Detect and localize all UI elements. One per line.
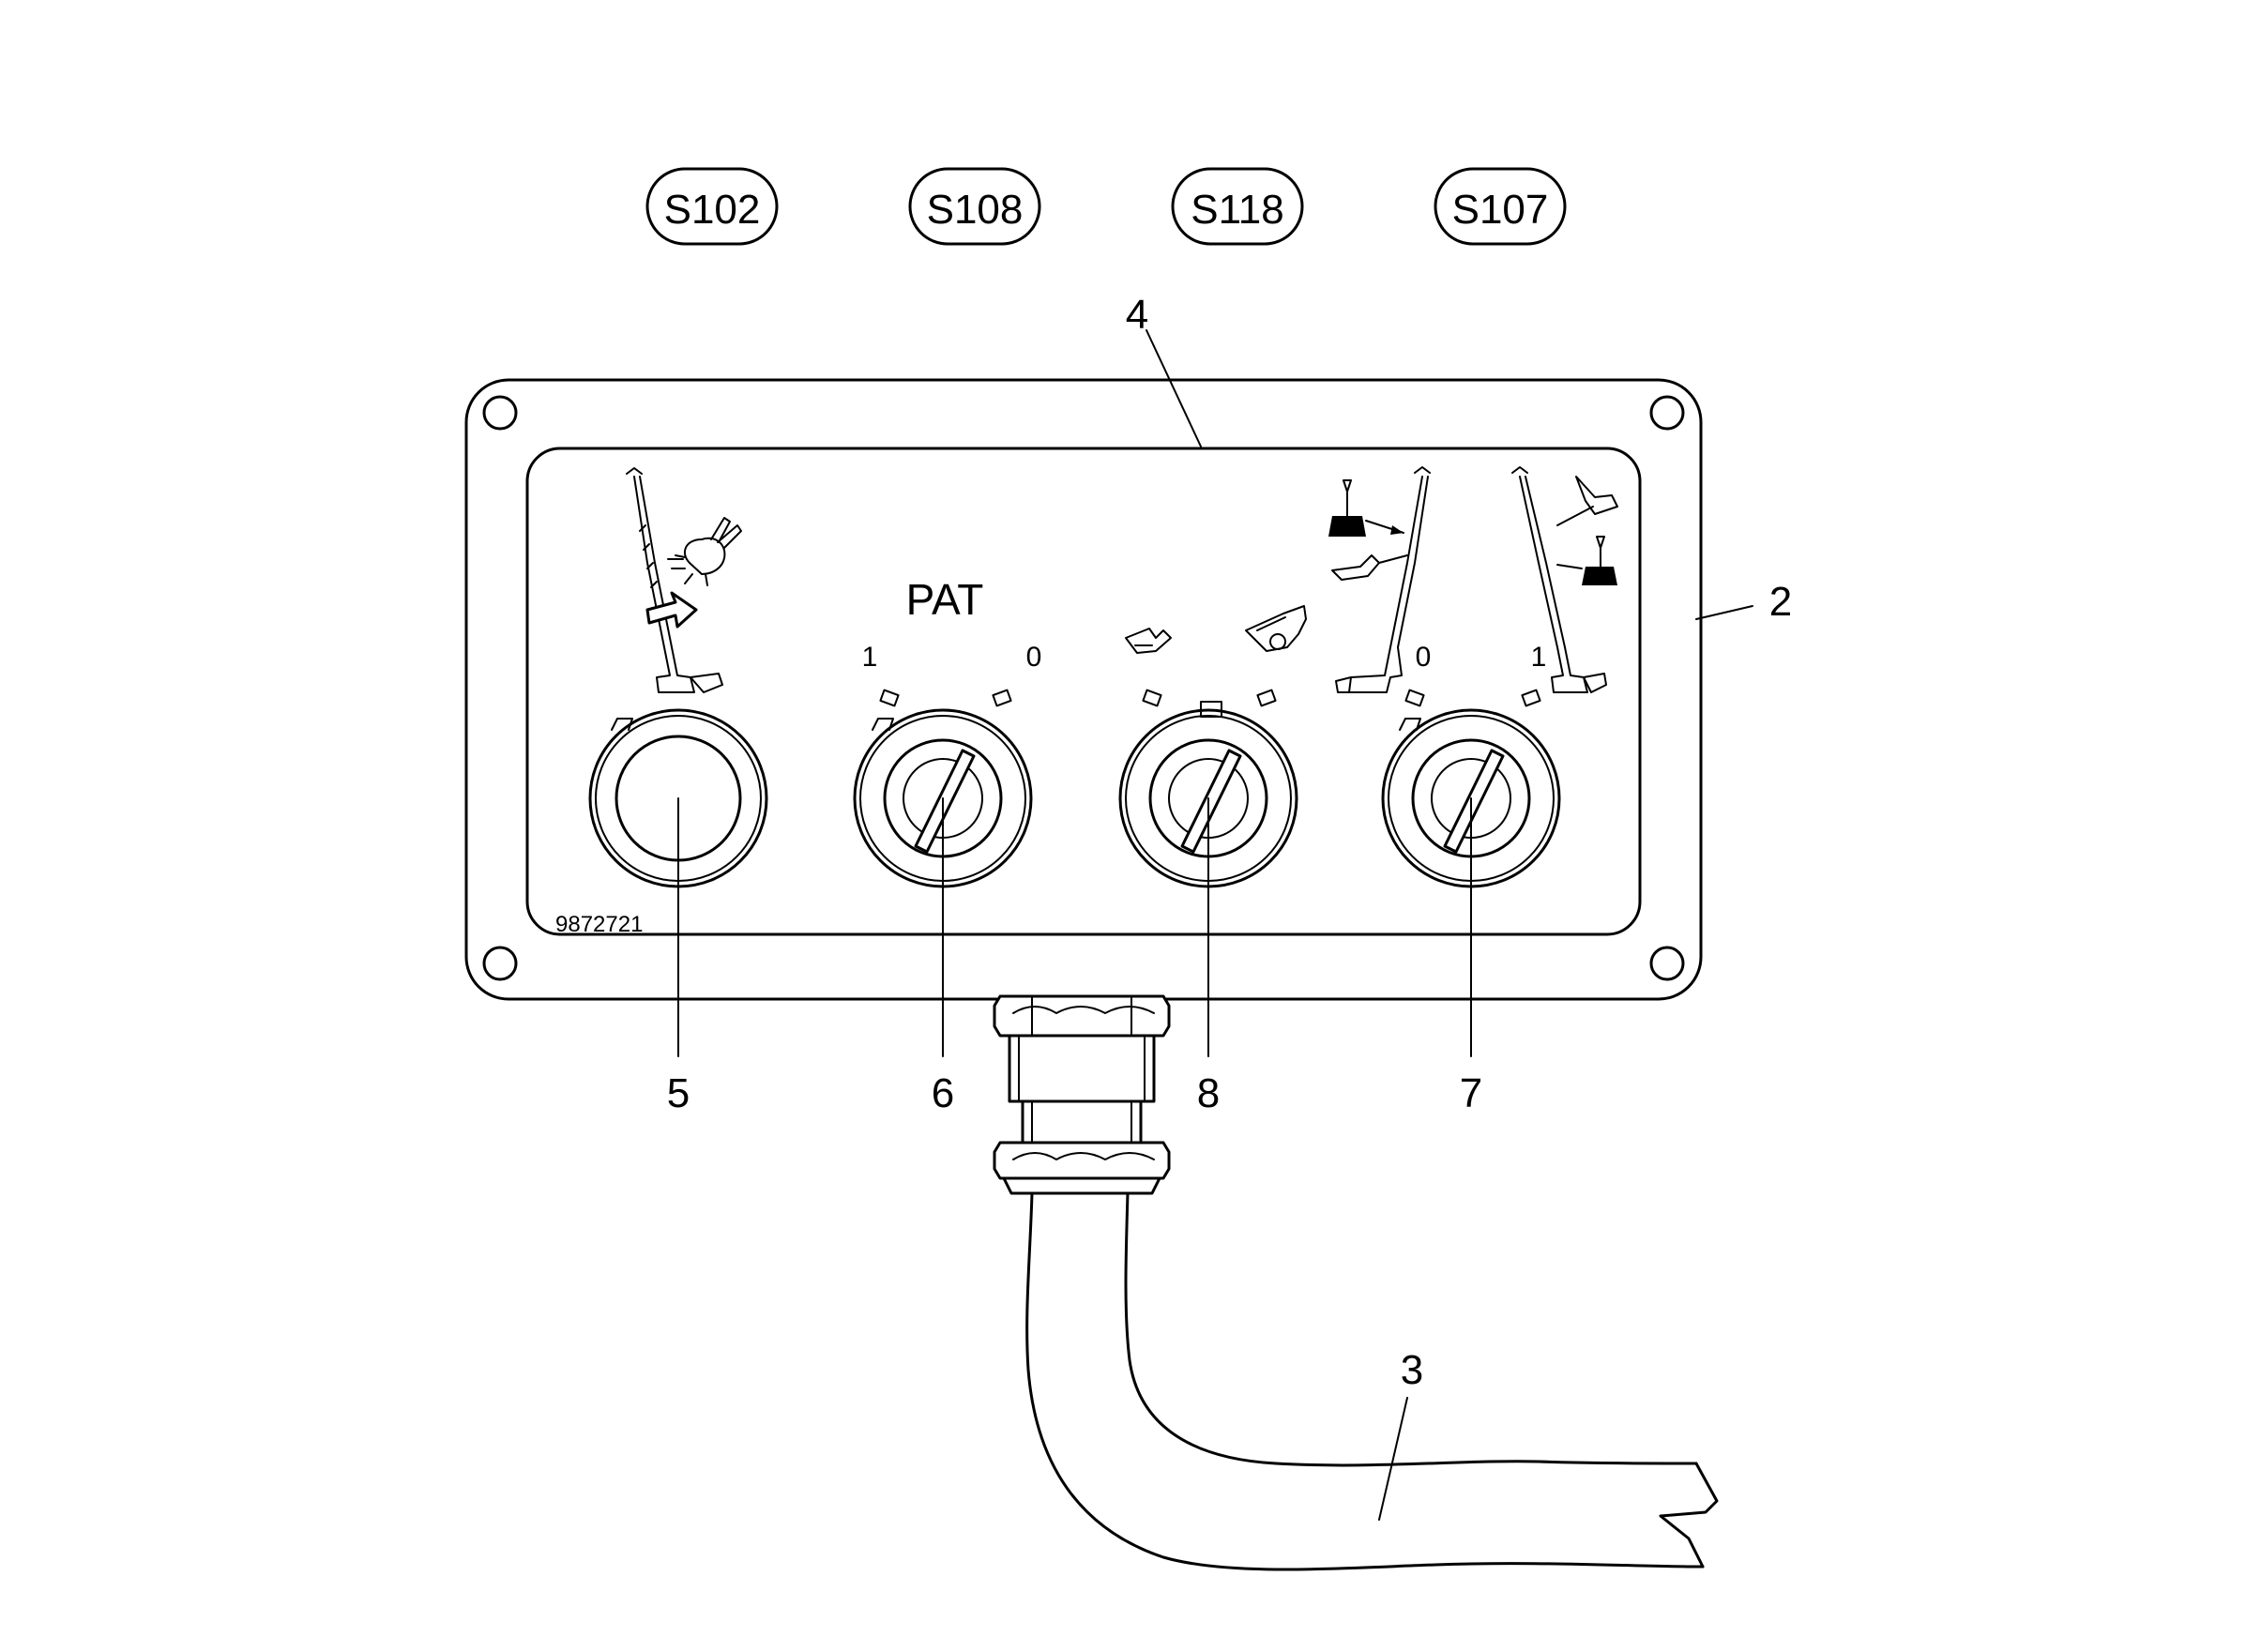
mounting-hole: [1649, 395, 1685, 431]
gripper-jaw-icon: [1125, 628, 1172, 654]
pat-label: PAT: [906, 575, 984, 624]
crane-boom-icon: [626, 467, 723, 693]
push-arrow-icon: [645, 591, 698, 629]
callout-3: 3: [1401, 1347, 1423, 1393]
switch-code-label: S118: [1191, 187, 1284, 233]
gripper-jaw-icon: [1556, 476, 1618, 526]
pat-position-0: 0: [1026, 642, 1042, 673]
mounting-hole: [482, 395, 518, 431]
leader-lines: [677, 329, 1753, 1521]
switch-code-s102: S102: [645, 167, 779, 246]
gripper-jaw-open-icon: [1245, 605, 1307, 652]
callout-4: 4: [1126, 292, 1148, 338]
cable: [1025, 1191, 1719, 1571]
mounting-hole: [482, 946, 518, 981]
weight-icon: [1556, 536, 1617, 585]
part-number: 9872721: [555, 912, 643, 937]
panel-faceplate: [525, 447, 1642, 936]
switch-code-s108: S108: [908, 167, 1041, 246]
switch-code-label: S102: [664, 187, 761, 233]
callout-8: 8: [1197, 1070, 1220, 1116]
crane-boom-icon: [1335, 466, 1431, 693]
cable-gland: [993, 994, 1171, 1195]
right-switch-position-0: 0: [1416, 642, 1432, 673]
gripper-jaw-icon: [1331, 554, 1408, 581]
switch-code-s107: S107: [1434, 167, 1567, 246]
weight-icon: [1328, 479, 1404, 537]
pat-position-1: 1: [862, 642, 878, 673]
rabbit-speed-icon: [667, 517, 742, 586]
gripper-key-switch[interactable]: [1118, 689, 1298, 888]
callout-5: 5: [667, 1070, 690, 1116]
right-switch-position-1: 1: [1531, 642, 1547, 673]
mounting-hole: [1649, 946, 1685, 981]
callout-2: 2: [1769, 579, 1792, 625]
callout-7: 7: [1460, 1070, 1482, 1116]
callout-6: 6: [932, 1070, 954, 1116]
switch-code-label: S107: [1452, 187, 1549, 233]
switch-code-label: S108: [927, 187, 1024, 233]
panel-housing: [464, 378, 1703, 1001]
switch-code-s118: S118: [1171, 167, 1304, 246]
crane-boom-icon: [1511, 466, 1607, 693]
